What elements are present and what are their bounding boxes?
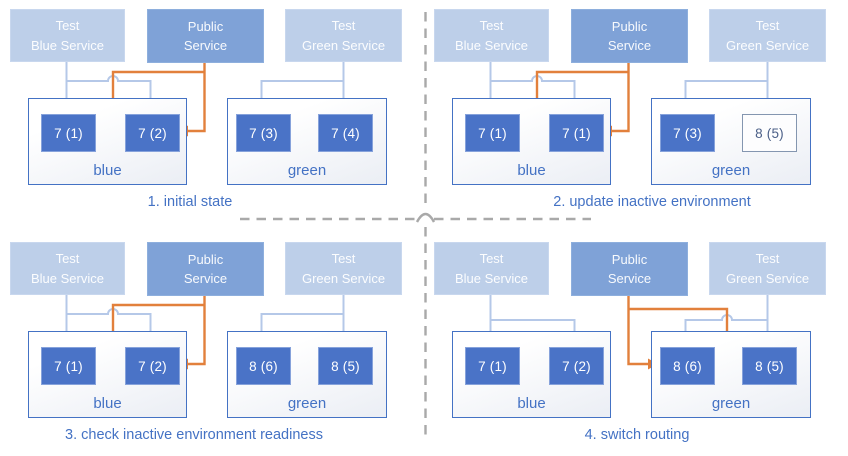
pod: 7 (2)	[549, 347, 604, 385]
pod: 7 (1)	[41, 347, 96, 385]
step-caption: 4. switch routing	[584, 427, 690, 443]
service-label: Test Blue Service	[455, 251, 528, 286]
service-label: Test Green Service	[725, 251, 810, 286]
pod: 8 (6)	[660, 347, 715, 385]
environment-label: green	[287, 395, 327, 412]
environment-label: blue	[517, 162, 546, 179]
pod: 8 (5)	[318, 347, 373, 385]
environment-label: green	[287, 162, 327, 179]
panel-initial-state: Test Blue Service Public Service Test Gr…	[0, 0, 424, 228]
panel-check-inactive-environment-readiness: Test Blue Service Public Service Test Gr…	[0, 233, 424, 456]
test-blue-service-box: Test Blue Service	[434, 242, 549, 295]
environment-label: green	[711, 162, 751, 179]
pod: 7 (1)	[465, 347, 520, 385]
public-service-box: Public Service	[571, 9, 688, 63]
service-label: Public Service	[183, 18, 228, 54]
pod: 7 (1)	[41, 114, 96, 152]
blue-environment-box: 7 (1) 7 (2) blue	[28, 98, 187, 185]
test-green-service-box: Test Green Service	[285, 9, 402, 62]
blue-environment-box: 7 (1) 7 (1) blue	[452, 98, 611, 185]
test-green-service-box: Test Green Service	[709, 242, 826, 295]
environment-label: blue	[517, 395, 546, 412]
pod: 7 (2)	[125, 114, 180, 152]
blue-environment-box: 7 (1) 7 (2) blue	[452, 331, 611, 418]
green-environment-box: 7 (3) 7 (4) green	[227, 98, 387, 185]
service-label: Test Green Service	[301, 251, 386, 286]
environment-label: blue	[93, 395, 122, 412]
service-label: Public Service	[183, 251, 228, 287]
test-blue-service-box: Test Blue Service	[10, 9, 125, 62]
service-label: Test Green Service	[725, 18, 810, 53]
pod: 7 (4)	[318, 114, 373, 152]
test-green-service-box: Test Green Service	[285, 242, 402, 295]
pod: 7 (1)	[465, 114, 520, 152]
green-environment-box: 8 (6) 8 (5) green	[651, 331, 811, 418]
pod: 8 (5)	[742, 347, 797, 385]
green-environment-box: 8 (6) 8 (5) green	[227, 331, 387, 418]
green-environment-box: 7 (3) 8 (5) green	[651, 98, 811, 185]
step-caption: 3. check inactive environment readiness	[65, 427, 323, 443]
pod: 8 (5)	[742, 114, 797, 152]
environment-label: blue	[93, 162, 122, 179]
test-blue-service-box: Test Blue Service	[434, 9, 549, 62]
service-label: Test Blue Service	[31, 251, 104, 286]
environment-label: green	[711, 395, 751, 412]
step-caption: 1. initial state	[147, 194, 233, 210]
service-label: Test Blue Service	[455, 18, 528, 53]
panel-update-inactive-environment: Test Blue Service Public Service Test Gr…	[424, 0, 848, 228]
public-service-box: Public Service	[571, 242, 688, 296]
step-caption: 2. update inactive environment	[553, 194, 751, 210]
pod: 7 (3)	[660, 114, 715, 152]
public-service-box: Public Service	[147, 242, 264, 296]
service-label: Public Service	[607, 251, 652, 287]
panel-switch-routing: Test Blue Service Public Service Test Gr…	[424, 233, 848, 456]
pod: 7 (3)	[236, 114, 291, 152]
blue-environment-box: 7 (1) 7 (2) blue	[28, 331, 187, 418]
service-label: Public Service	[607, 18, 652, 54]
test-blue-service-box: Test Blue Service	[10, 242, 125, 295]
pod: 7 (2)	[125, 347, 180, 385]
public-service-box: Public Service	[147, 9, 264, 63]
service-label: Test Blue Service	[31, 18, 104, 53]
test-green-service-box: Test Green Service	[709, 9, 826, 62]
pod: 7 (1)	[549, 114, 604, 152]
service-label: Test Green Service	[301, 18, 386, 53]
test-route-lines	[65, 60, 345, 102]
pod: 8 (6)	[236, 347, 291, 385]
